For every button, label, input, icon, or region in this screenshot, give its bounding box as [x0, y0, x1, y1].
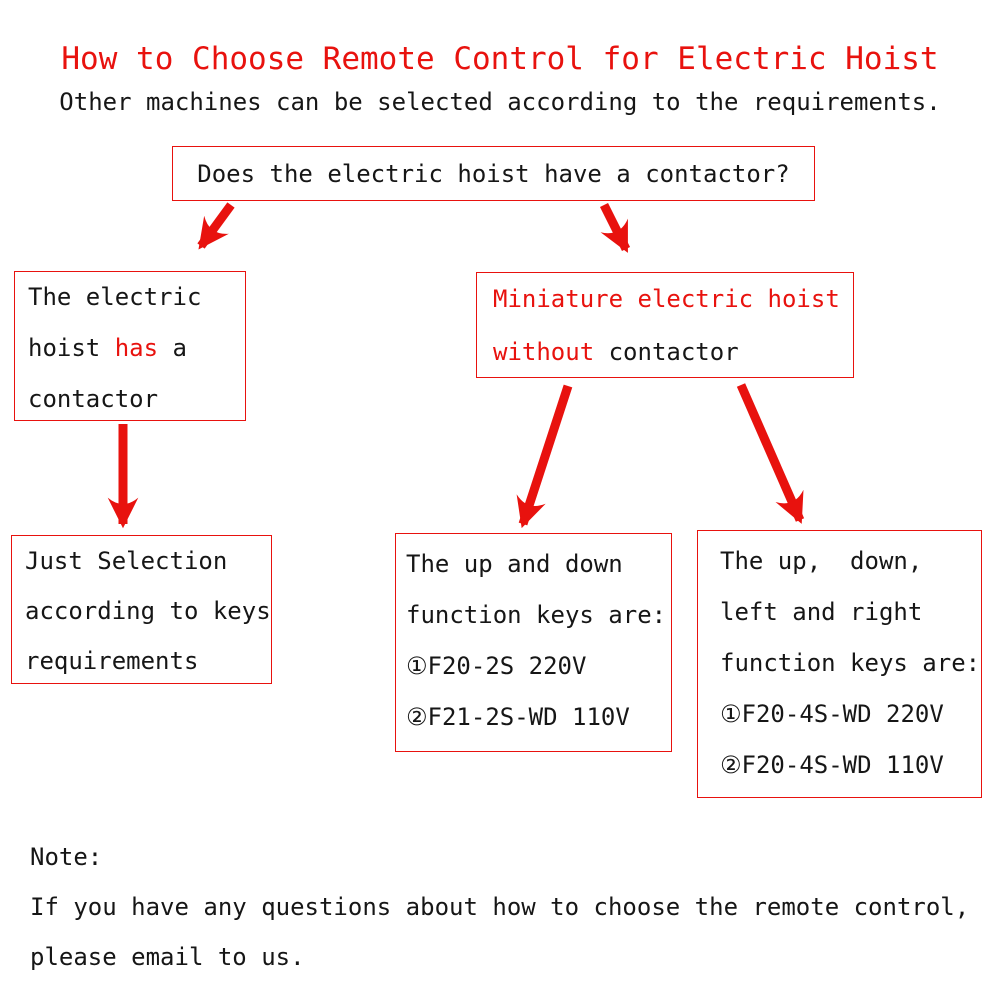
branch-has-line2-post: a	[158, 334, 187, 362]
result-left-line3: requirements	[25, 647, 199, 675]
result-mid-model2: ②F21-2S-WD 110V	[406, 703, 630, 731]
branch-has-line2-pre: hoist	[28, 334, 115, 362]
note-section: Note: If you have any questions about ho…	[30, 832, 990, 982]
result-right-line2: left and right	[720, 598, 923, 626]
result-right-model2: ②F20-4S-WD 110V	[720, 751, 944, 779]
branch-has-line1: The electric	[28, 283, 202, 311]
arrow-question-to-left-icon	[197, 202, 235, 250]
branch-without-line2-post: contactor	[594, 338, 739, 366]
arrow-right-to-mid-result-icon	[516, 384, 573, 529]
result-left-line1: Just Selection	[25, 547, 228, 575]
branch-without-line1: Miniature electric hoist	[493, 285, 840, 313]
result-four-direction-box: The up, down, left and right function ke…	[697, 530, 982, 798]
arrow-question-to-right-icon	[599, 202, 631, 253]
page-title: How to Choose Remote Control for Electri…	[61, 41, 939, 77]
branch-without-keyword: without	[493, 338, 595, 366]
result-mid-line1: The up and down	[406, 550, 623, 578]
result-mid-line2: function keys are:	[406, 601, 667, 629]
branch-has-contactor-box: The electric hoist has a contactor	[14, 271, 246, 421]
result-up-down-box: The up and down function keys are: ①F20-…	[395, 533, 672, 752]
branch-without-contactor-box: Miniature electric hoist without contact…	[476, 272, 854, 378]
branch-has-keyword: has	[114, 334, 159, 362]
branch-has-line2: hoist has a	[28, 323, 245, 374]
question-box: Does the electric hoist have a contactor…	[172, 146, 815, 201]
result-keys-selection-box: Just Selection according to keys require…	[11, 535, 272, 684]
note-label: Note:	[30, 843, 103, 871]
result-right-line3: function keys are:	[720, 649, 981, 677]
note-line2: please email to us.	[30, 943, 305, 971]
branch-without-line2: without contactor	[493, 326, 853, 379]
result-right-line1: The up, down,	[720, 547, 923, 575]
result-mid-model1: ①F20-2S 220V	[406, 652, 587, 680]
page-subtitle: Other machines can be selected according…	[59, 88, 941, 116]
question-text: Does the electric hoist have a contactor…	[197, 159, 790, 188]
result-right-model1: ①F20-4S-WD 220V	[720, 700, 944, 728]
note-line1: If you have any questions about how to c…	[30, 893, 970, 921]
arrow-right-to-right-result-icon	[736, 383, 805, 524]
result-left-line2: according to keys	[25, 597, 271, 625]
branch-has-line3: contactor	[28, 385, 159, 413]
